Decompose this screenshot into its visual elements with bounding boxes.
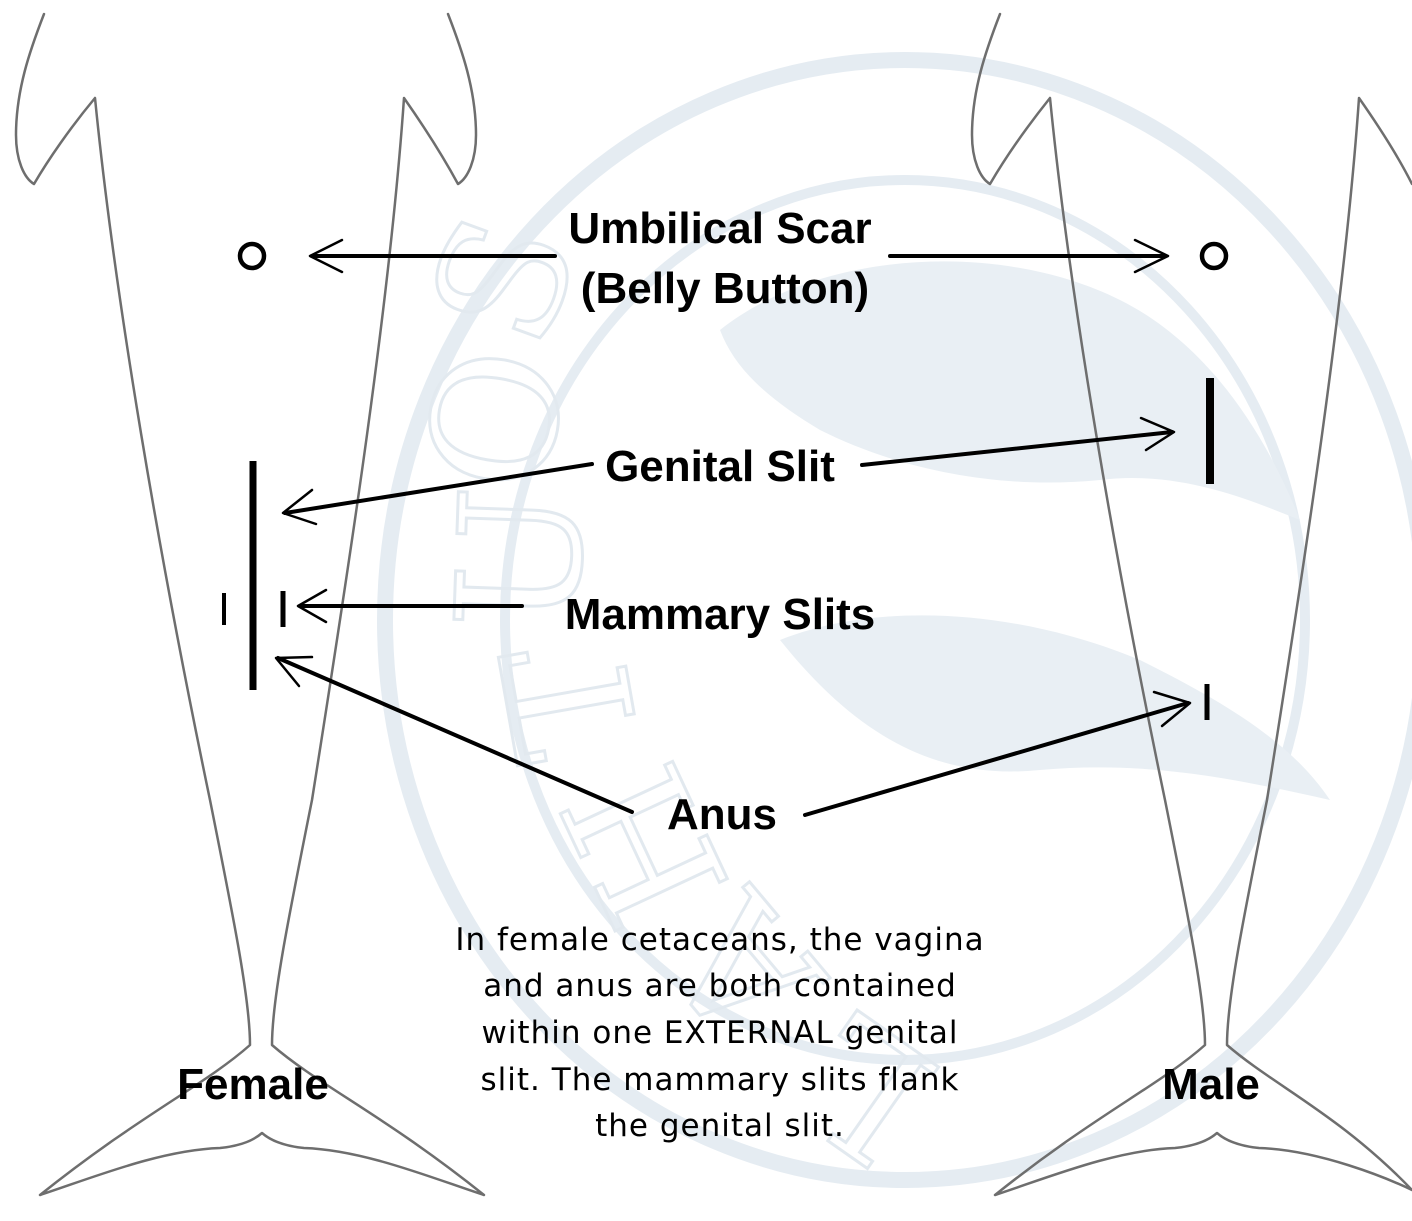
female-label: Female	[177, 1060, 329, 1109]
caption-line: the genital slit.	[595, 1108, 845, 1144]
male-label: Male	[1162, 1060, 1260, 1109]
umbilical-label-line1: Umbilical Scar	[568, 204, 871, 253]
caption-line: within one EXTERNAL genital	[481, 1015, 958, 1051]
male-umbilical-scar	[1202, 244, 1226, 268]
anus-label: Anus	[667, 790, 777, 839]
caption-line: and anus are both contained	[483, 968, 957, 1004]
mammary-slits-label: Mammary Slits	[565, 590, 876, 639]
umbilical-label-line2: (Belly Button)	[581, 264, 869, 313]
caption-line: In female cetaceans, the vagina	[455, 922, 984, 958]
male-body-outline	[972, 14, 1412, 1195]
female-umbilical-scar	[240, 244, 264, 268]
caption-line: slit. The mammary slits flank	[481, 1062, 960, 1098]
genital-slit-label: Genital Slit	[605, 442, 835, 491]
watermark-letter: T	[466, 627, 681, 773]
watermark-wave-shape	[780, 615, 1330, 800]
